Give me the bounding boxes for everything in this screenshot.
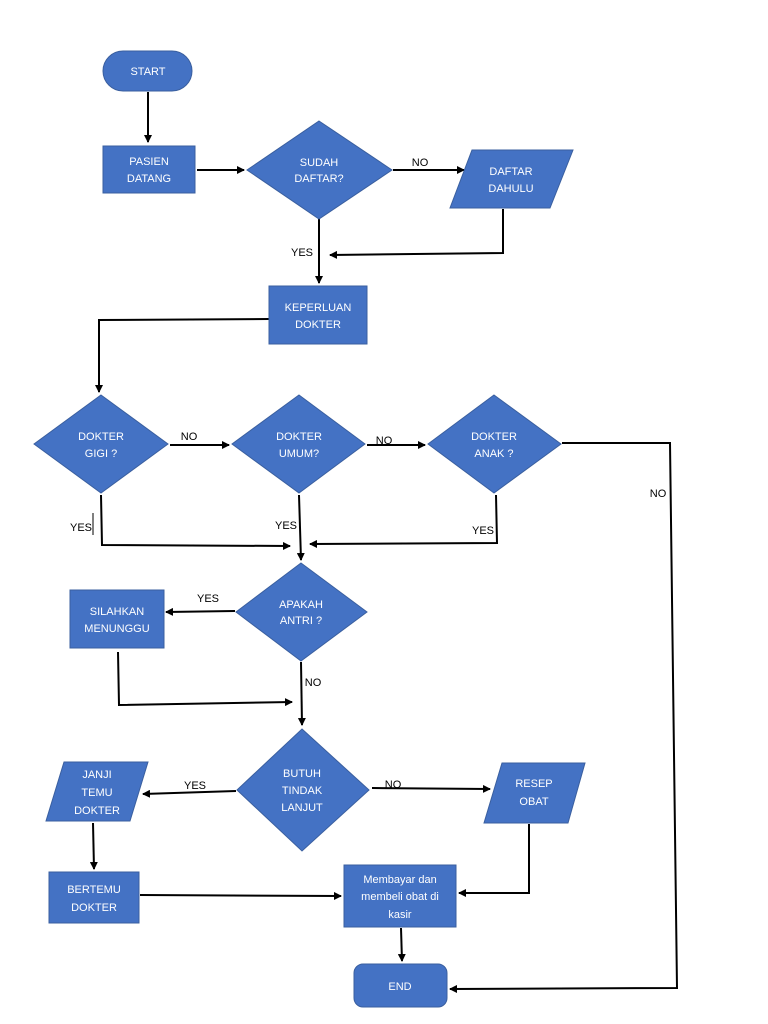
dokter-gigi-decision: DOKTER GIGI ? [33, 394, 169, 494]
label-antri-no: NO [305, 677, 322, 689]
label-antri-yes: YES [197, 593, 219, 605]
daftar-dahulu-io: DAFTAR DAHULU [449, 149, 574, 209]
edge-anak-end-no [449, 442, 679, 993]
edge-anak-yes [309, 494, 499, 548]
svg-text:LANJUT: LANJUT [281, 802, 323, 814]
label-anak-yes: YES [472, 525, 494, 537]
edge-bertemu-membayar [139, 891, 342, 900]
svg-text:BERTEMU: BERTEMU [67, 884, 121, 896]
svg-text:START: START [130, 66, 165, 78]
membayar-node: Membayar dan membeli obat di kasir [343, 864, 457, 928]
svg-text:Membayar dan: Membayar dan [363, 874, 436, 886]
bertemu-dokter-node: BERTEMU DOKTER [48, 871, 140, 924]
edges [89, 92, 679, 993]
label-gigi-yes: YES [70, 522, 92, 534]
svg-text:DOKTER: DOKTER [276, 431, 322, 443]
svg-text:TEMU: TEMU [81, 787, 112, 799]
svg-text:ANTRI ?: ANTRI ? [280, 615, 322, 627]
label-sudah-no: NO [412, 157, 429, 169]
edge-daftar-back [329, 209, 504, 259]
svg-text:OBAT: OBAT [519, 796, 548, 808]
label-anak-no: NO [650, 488, 667, 500]
svg-text:TINDAK: TINDAK [282, 785, 323, 797]
edge-antri-butuh-no [297, 661, 306, 726]
svg-text:kasir: kasir [388, 909, 412, 921]
edge-umum-yes [296, 494, 305, 561]
resep-obat-io: RESEP OBAT [483, 762, 586, 824]
svg-text:SILAHKAN: SILAHKAN [90, 606, 144, 618]
pasien-datang-node: PASIEN DATANG [102, 145, 196, 194]
edge-antri-menunggu-yes [165, 607, 236, 616]
edge-butuh-resep-no [371, 784, 491, 793]
svg-text:DAHULU: DAHULU [488, 183, 533, 195]
svg-text:JANJI: JANJI [82, 769, 111, 781]
label-gigi-no: NO [181, 431, 198, 443]
edge-membayar-end [397, 927, 406, 962]
svg-text:DOKTER: DOKTER [295, 319, 341, 331]
dokter-anak-decision: DOKTER ANAK ? [427, 394, 562, 494]
svg-text:SUDAH: SUDAH [300, 157, 339, 169]
svg-text:UMUM?: UMUM? [279, 448, 319, 460]
edge-resep-membayar [458, 824, 530, 897]
svg-text:DOKTER: DOKTER [74, 805, 120, 817]
svg-text:KEPERLUAN: KEPERLUAN [285, 302, 352, 314]
label-butuh-yes: YES [184, 780, 206, 792]
janji-temu-dokter-io: JANJI TEMU DOKTER [45, 761, 149, 822]
edge-butuh-janji-yes [142, 789, 237, 798]
edge-keperluan-gigi [95, 318, 270, 393]
svg-text:DOKTER: DOKTER [71, 902, 117, 914]
sudah-daftar-decision: SUDAH DAFTAR? [246, 120, 393, 220]
svg-text:DATANG: DATANG [127, 173, 171, 185]
apakah-antri-decision: APAKAH ANTRI ? [235, 562, 368, 662]
edge-gigi-yes [100, 494, 291, 550]
silahkan-menunggu-node: SILAHKAN MENUNGGU [69, 589, 165, 649]
svg-text:PASIEN: PASIEN [129, 156, 169, 168]
svg-text:GIGI ?: GIGI ? [85, 448, 117, 460]
edge-menunggu-back [117, 651, 293, 707]
svg-text:BUTUH: BUTUH [283, 768, 321, 780]
svg-text:RESEP: RESEP [515, 778, 552, 790]
svg-text:APAKAH: APAKAH [279, 599, 323, 611]
label-butuh-no: NO [385, 779, 402, 791]
svg-text:DAFTAR?: DAFTAR? [294, 173, 343, 185]
svg-text:DAFTAR: DAFTAR [489, 166, 532, 178]
nodes: START PASIEN DATANG SUDAH DAFTAR? DAFTAR… [33, 50, 586, 1008]
label-sudah-yes: YES [291, 247, 313, 259]
start-node: START [102, 50, 193, 92]
label-umum-yes: YES [275, 520, 297, 532]
butuh-tindak-lanjut-decision: BUTUH TINDAK LANJUT [236, 728, 370, 852]
edge-janji-bertemu [89, 822, 98, 870]
svg-text:MENUNGGU: MENUNGGU [84, 623, 149, 635]
svg-text:membeli obat di: membeli obat di [361, 891, 439, 903]
svg-text:END: END [388, 981, 411, 993]
keperluan-dokter-node: KEPERLUAN DOKTER [268, 285, 368, 345]
dokter-umum-decision: DOKTER UMUM? [231, 394, 366, 494]
svg-text:DOKTER: DOKTER [78, 431, 124, 443]
edge-labels: NO YES NO NO NO YES YES YES YES NO YES N… [70, 157, 667, 792]
end-node: END [353, 963, 448, 1008]
label-umum-no: NO [376, 435, 393, 447]
svg-text:ANAK ?: ANAK ? [474, 448, 513, 460]
svg-text:DOKTER: DOKTER [471, 431, 517, 443]
